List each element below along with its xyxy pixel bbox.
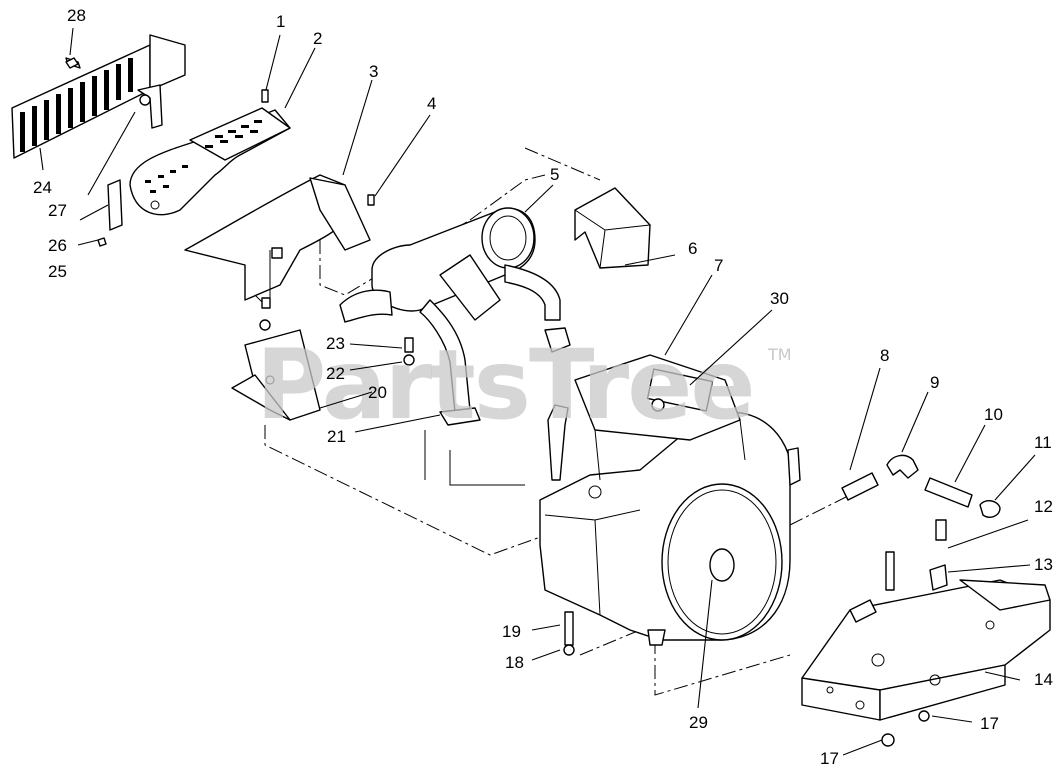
callout-11: 11 (1034, 433, 1052, 452)
muffler-part-5 (339, 207, 571, 426)
callout-24: 24 (33, 178, 52, 197)
callout-13: 13 (1034, 555, 1053, 574)
callout-10: 10 (984, 405, 1003, 424)
callout-5: 5 (550, 165, 559, 184)
callout-4: 4 (427, 94, 436, 113)
fittings-parts-8-11 (841, 454, 1001, 518)
callout-3: 3 (369, 62, 378, 81)
callout-12: 12 (1034, 497, 1053, 516)
callout-14: 14 (1034, 670, 1053, 689)
engine-part-7 (539, 354, 801, 646)
callout-2: 2 (313, 29, 322, 48)
exhaust-shield-part-3 (184, 174, 371, 306)
callout-29: 29 (689, 713, 708, 732)
callout-19: 19 (502, 622, 521, 641)
heat-shield-part-2 (107, 107, 291, 231)
callout-8: 8 (880, 346, 889, 365)
callout-1: 1 (276, 12, 285, 31)
callout-6: 6 (688, 239, 697, 258)
callout-9: 9 (930, 373, 939, 392)
callout-17a: 17 (980, 714, 999, 733)
callouts: 1 2 3 4 5 6 7 8 9 10 11 12 13 14 17 17 1… (33, 6, 1053, 768)
cover-part-6 (574, 187, 651, 269)
callout-22: 22 (326, 364, 345, 383)
bracket-part-20 (231, 329, 321, 421)
engine-plate-part-14 (801, 564, 1051, 721)
callout-26: 26 (48, 236, 67, 255)
hardware (65, 57, 947, 747)
leader-lines (39, 27, 1036, 756)
callout-21: 21 (327, 427, 346, 446)
watermark-brand: PartsTree (256, 329, 753, 441)
callout-20: 20 (368, 383, 387, 402)
callout-30: 30 (770, 289, 789, 308)
callout-28: 28 (67, 6, 86, 25)
callout-25: 25 (48, 262, 67, 281)
callout-17b: 17 (820, 749, 839, 768)
grille-guard-part-24 (11, 34, 186, 159)
callout-27: 27 (48, 201, 67, 220)
callout-7: 7 (714, 256, 723, 275)
callout-18: 18 (505, 653, 524, 672)
watermark: PartsTree TM (256, 329, 792, 441)
callout-23: 23 (326, 334, 345, 353)
watermark-trademark: TM (767, 345, 792, 364)
